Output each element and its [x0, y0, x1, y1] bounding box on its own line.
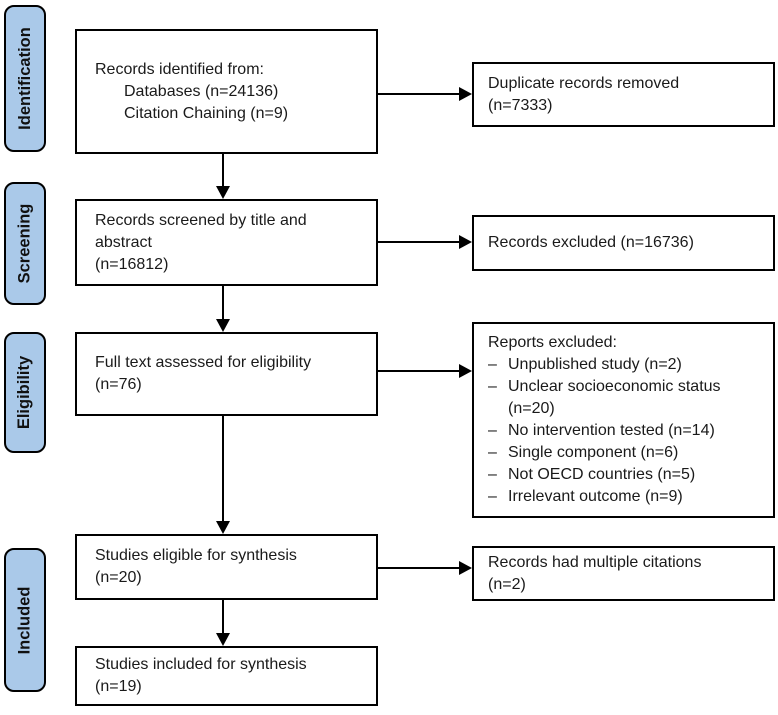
box-reports-excluded-item: – Not OECD countries (n=5): [488, 464, 769, 486]
dash-bullet: –: [488, 422, 497, 439]
box-full-text-assessed-line: Full text assessed for eligibility: [95, 354, 312, 371]
arrow-head-down-icon: [216, 186, 230, 199]
box-studies-included: Studies included for synthesis (n=19): [75, 646, 378, 706]
box-reports-excluded-item-text: Irrelevant outcome (n=9): [508, 488, 683, 505]
box-records-identified-citation-chaining: Citation Chaining (n=9): [124, 104, 289, 122]
box-reports-excluded-item: – Unpublished study (n=2): [488, 354, 769, 376]
box-reports-excluded-item-text: Not OECD countries (n=5): [508, 466, 696, 483]
box-records-identified-heading: Records identified from:: [95, 60, 264, 78]
box-full-text-assessed-count: (n=76): [95, 376, 142, 393]
box-reports-excluded-item-text: Unclear socioeconomic status (n=20): [508, 378, 721, 417]
box-studies-eligible: Studies eligible for synthesis (n=20): [75, 534, 378, 600]
arrow-head-down-icon: [216, 521, 230, 534]
box-multiple-citations: Records had multiple citations (n=2): [472, 546, 775, 601]
box-studies-eligible-line: Studies eligible for synthesis: [95, 547, 297, 564]
arrow-head-right-icon: [459, 561, 472, 575]
dash-bullet: –: [488, 444, 497, 461]
dash-bullet: –: [488, 356, 497, 373]
box-reports-excluded: Reports excluded: – Unpublished study (n…: [472, 322, 775, 518]
dash-bullet: –: [488, 466, 497, 483]
arrow-line: [378, 370, 460, 372]
stage-label-identification: Identification: [4, 5, 46, 152]
stage-label-included-text: Included: [15, 586, 34, 654]
arrow-head-right-icon: [459, 364, 472, 378]
box-duplicates-removed-count: (n=7333): [488, 96, 553, 114]
box-reports-excluded-item-text: Unpublished study (n=2): [508, 356, 682, 373]
box-records-screened: Records screened by title and abstract (…: [75, 199, 378, 286]
stage-label-eligibility-text: Eligibility: [15, 355, 34, 430]
box-reports-excluded-item-text: Single component (n=6): [508, 444, 679, 461]
stage-label-screening-text: Screening: [15, 203, 34, 284]
box-studies-eligible-count: (n=20): [95, 569, 142, 586]
arrow-line: [222, 286, 224, 320]
dash-bullet: –: [488, 488, 497, 505]
arrow-head-down-icon: [216, 319, 230, 332]
box-reports-excluded-item: – Single component (n=6): [488, 442, 769, 464]
dash-bullet: –: [488, 378, 497, 395]
box-reports-excluded-item: – Irrelevant outcome (n=9): [488, 486, 769, 508]
box-duplicates-removed: Duplicate records removed (n=7333): [472, 62, 775, 127]
arrow-line: [222, 600, 224, 634]
arrow-line: [378, 241, 460, 243]
arrow-line: [378, 567, 460, 569]
box-reports-excluded-item-text: No intervention tested (n=14): [508, 422, 715, 439]
arrow-head-right-icon: [459, 235, 472, 249]
box-reports-excluded-heading: Reports excluded:: [488, 334, 617, 351]
box-multiple-citations-count: (n=2): [488, 575, 526, 593]
box-records-screened-line: abstract: [95, 233, 152, 251]
arrow-line: [222, 416, 224, 522]
box-records-excluded-line: Records excluded (n=16736): [488, 234, 694, 251]
arrow-head-right-icon: [459, 87, 472, 101]
box-records-identified-databases: Databases (n=24136): [124, 82, 279, 100]
box-full-text-assessed: Full text assessed for eligibility (n=76…: [75, 332, 378, 416]
stage-label-screening: Screening: [4, 182, 46, 305]
box-studies-included-line: Studies included for synthesis: [95, 656, 307, 673]
stage-label-identification-text: Identification: [15, 27, 34, 130]
box-reports-excluded-item: – No intervention tested (n=14): [488, 420, 769, 442]
box-records-identified: Records identified from: Databases (n=24…: [75, 29, 378, 154]
box-records-screened-count: (n=16812): [95, 255, 169, 273]
box-multiple-citations-line: Records had multiple citations: [488, 553, 702, 571]
box-reports-excluded-item: – Unclear socioeconomic status (n=20): [488, 376, 769, 420]
box-records-excluded: Records excluded (n=16736): [472, 215, 775, 271]
box-duplicates-removed-line: Duplicate records removed: [488, 74, 680, 92]
box-records-screened-line: Records screened by title and: [95, 211, 307, 229]
box-studies-included-count: (n=19): [95, 678, 142, 695]
stage-label-eligibility: Eligibility: [4, 332, 46, 453]
arrow-line: [378, 93, 460, 95]
stage-label-included: Included: [4, 548, 46, 692]
arrow-line: [222, 154, 224, 187]
arrow-head-down-icon: [216, 633, 230, 646]
